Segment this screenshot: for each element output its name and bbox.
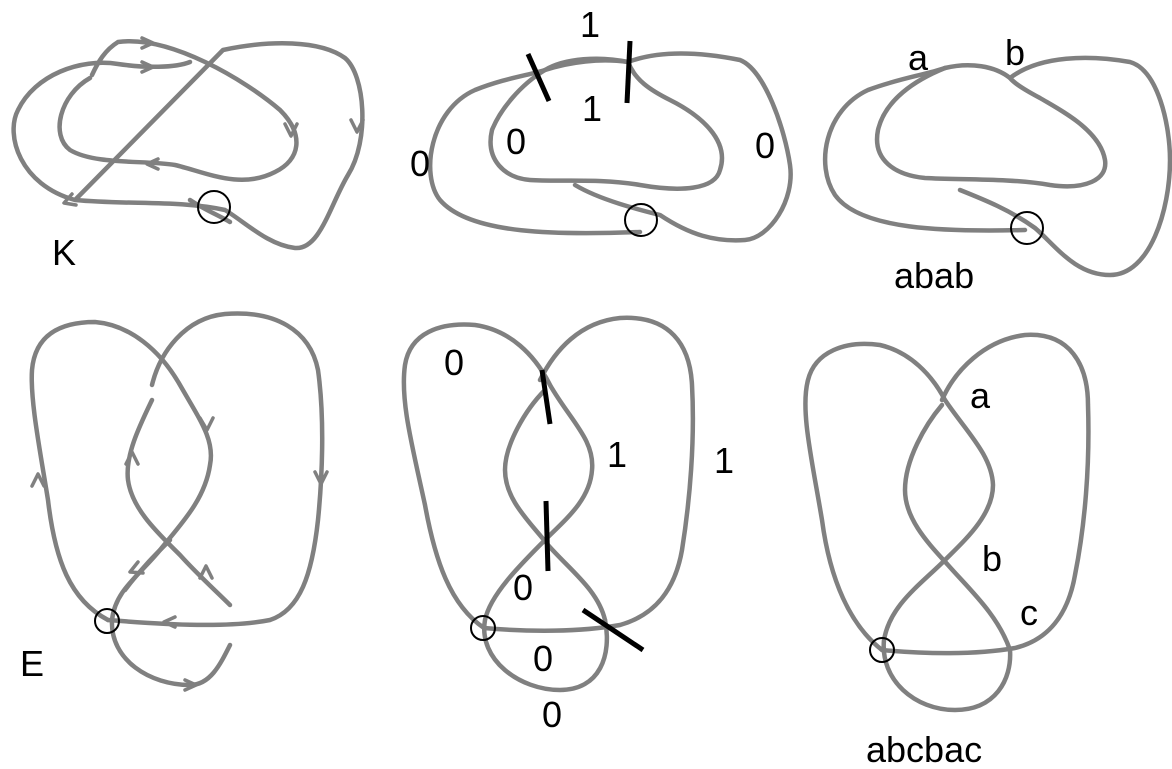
arrow-icon bbox=[283, 122, 299, 138]
parity-label-bottom: 0 bbox=[542, 694, 562, 735]
arrow-icon bbox=[313, 470, 329, 486]
arrow-icon bbox=[183, 678, 198, 692]
parity-label-middle: 0 bbox=[513, 567, 533, 608]
gauss-k-outer-curve bbox=[822, 55, 1172, 278]
gauss-k-inner-curve bbox=[874, 65, 1108, 189]
knot-e-label: E bbox=[20, 643, 44, 684]
cut-bar bbox=[525, 52, 552, 103]
arrow-icon bbox=[30, 472, 46, 488]
arrow-icon bbox=[198, 564, 214, 580]
parity-label-left-inner: 0 bbox=[506, 121, 526, 162]
panel-knot-e-gauss-word: a b c abcbac bbox=[803, 332, 1091, 769]
arrow-icon bbox=[62, 192, 78, 207]
gauss-word-label: abcbac bbox=[866, 729, 982, 769]
arrow-icon bbox=[145, 157, 160, 171]
parity-label-top-left: 0 bbox=[444, 342, 464, 383]
parity-label-inner: 1 bbox=[607, 434, 627, 475]
crossing-label-b: b bbox=[982, 538, 1002, 579]
arrow-icon bbox=[162, 615, 177, 629]
knot-k-crossing-strand bbox=[187, 197, 233, 225]
virtual-crossing-circle bbox=[470, 615, 496, 641]
arrow-icon bbox=[128, 560, 145, 575]
panel-knot-e-parity: 0 1 1 0 0 0 bbox=[401, 315, 734, 735]
parity-label-outer: 1 bbox=[714, 440, 734, 481]
knot-k-label: K bbox=[52, 232, 76, 273]
parity-e-outer-curve bbox=[401, 322, 610, 693]
knot-e-middle-curve bbox=[122, 397, 233, 608]
cut-bar bbox=[539, 369, 553, 425]
knot-e-outer-curve bbox=[29, 319, 233, 688]
crossing-label-a: a bbox=[908, 37, 929, 78]
virtual-crossing-circle bbox=[94, 608, 120, 634]
crossing-label-b: b bbox=[1005, 32, 1025, 73]
parity-k-inner-curve bbox=[488, 56, 725, 191]
cut-bar bbox=[543, 500, 551, 572]
virtual-crossing-circle bbox=[624, 203, 658, 237]
panel-knot-k-gauss-word: a b abab bbox=[822, 32, 1172, 296]
parity-k-outer-curve bbox=[427, 51, 793, 243]
cut-bar bbox=[581, 607, 645, 653]
knot-k-inner-curve bbox=[57, 39, 299, 182]
panel-knot-k-parity: 1 1 0 0 0 bbox=[410, 4, 793, 243]
virtual-crossing-circle bbox=[869, 637, 895, 663]
cut-bar bbox=[624, 40, 633, 104]
gauss-e-right-curve bbox=[879, 332, 1091, 656]
parity-label-inner: 1 bbox=[582, 88, 602, 129]
gauss-word-label: abab bbox=[894, 255, 974, 296]
parity-label-right: 0 bbox=[755, 125, 775, 166]
virtual-crossing-circle bbox=[197, 190, 231, 224]
panel-knot-k: K bbox=[11, 36, 365, 273]
gauss-e-outer-curve bbox=[803, 341, 1013, 713]
arrow-icon bbox=[124, 450, 140, 466]
knot-e-right-curve bbox=[105, 311, 325, 628]
arrow-icon bbox=[140, 60, 155, 74]
virtual-crossing-circle bbox=[1010, 211, 1044, 245]
gauss-e-middle-curve bbox=[902, 402, 1013, 653]
crossing-label-a: a bbox=[970, 375, 991, 416]
parity-label-top: 1 bbox=[580, 4, 600, 45]
panel-knot-e: E bbox=[20, 311, 329, 692]
parity-label-lower: 0 bbox=[533, 638, 553, 679]
crossing-label-c: c bbox=[1020, 592, 1038, 633]
arrow-icon bbox=[140, 36, 155, 50]
arrow-icon bbox=[198, 416, 215, 432]
parity-label-left-outer: 0 bbox=[410, 143, 430, 184]
parity-e-middle-curve bbox=[502, 387, 608, 623]
arrow-icon bbox=[349, 118, 365, 134]
